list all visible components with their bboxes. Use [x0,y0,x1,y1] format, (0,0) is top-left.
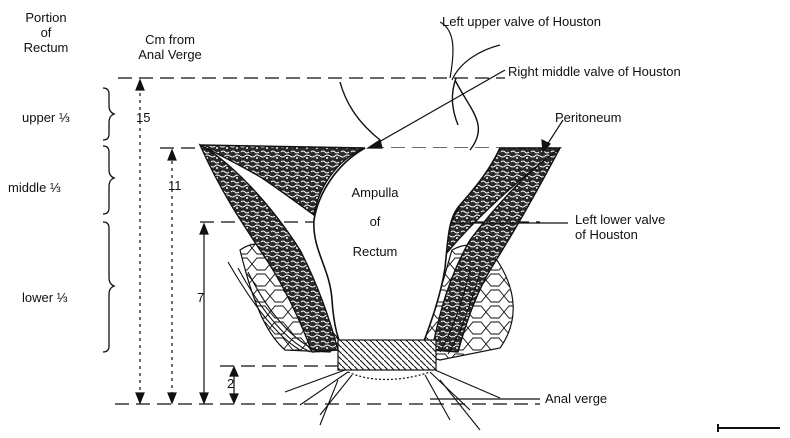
sphincter-band [338,340,436,370]
portion-header-line1: Portion [14,10,78,25]
distance-7: 7 [197,290,204,305]
left-upper-valve-label: Left upper valve of Houston [442,14,601,29]
portion-lower-label: lower ⅓ [22,290,68,305]
ampulla-label: Ampulla [335,185,415,200]
leader-left-upper-2 [452,45,500,80]
ampulla-rectum-label: Rectum [335,244,415,259]
peritoneum-label: Peritoneum [555,110,621,125]
cm-header-line2: Anal Verge [120,47,220,62]
measurement-arrows [136,80,238,403]
valves [340,78,478,150]
portion-upper-label: upper ⅓ [22,110,70,125]
leader-left-upper [440,22,453,78]
ampulla-of-label: of [335,214,415,229]
portion-braces [103,88,114,352]
cm-header: Cm from Anal Verge [120,32,220,62]
ampulla-line2: of [370,214,381,229]
portion-header-line2: of [14,25,78,40]
anal-verge-label: Anal verge [545,391,607,406]
left-lower-valve-label: Left lower valve of Houston [575,212,665,242]
brace-lower [103,222,114,352]
leader-right-middle [372,70,505,146]
portion-header: Portion of Rectum [14,10,78,55]
distance-11: 11 [168,178,182,193]
left-lower-valve-line2: of Houston [575,227,665,242]
distance-2: 2 [227,376,234,391]
anal-canal [338,340,436,380]
brace-upper [103,88,114,140]
right-middle-valve-label: Right middle valve of Houston [508,64,681,79]
ampulla-line1: Ampulla [335,185,415,200]
portion-middle-label: middle ⅓ [8,180,61,195]
middle-valve-curve [340,82,380,140]
left-upper-valve-curve [455,80,478,150]
brace-middle [103,146,114,214]
ampulla-line3: Rectum [353,244,398,259]
anal-margin [348,372,430,380]
portion-header-line3: Rectum [14,40,78,55]
left-lower-valve-line1: Left lower valve [575,212,665,227]
distance-15: 15 [136,110,150,125]
cm-header-line1: Cm from [120,32,220,47]
